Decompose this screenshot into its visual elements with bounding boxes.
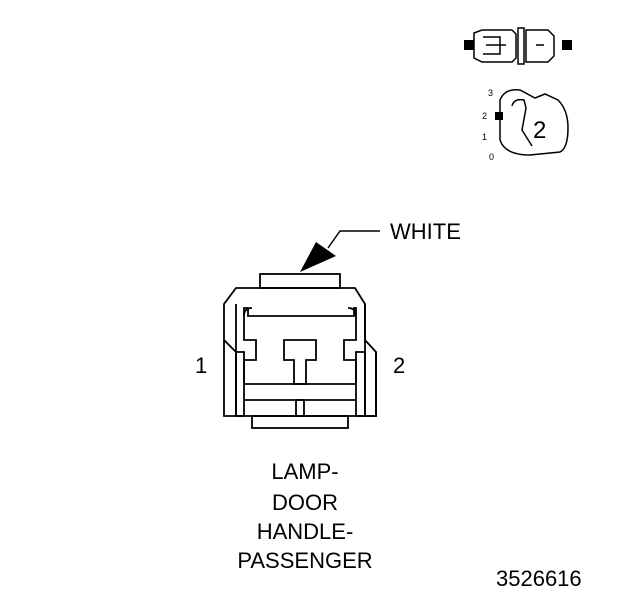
connector-title-line-2: DOOR	[272, 490, 338, 515]
figure-id: 3526616	[496, 566, 582, 591]
pin-left-label: 1	[195, 353, 207, 378]
wire-color-label: WHITE	[390, 219, 461, 244]
pin-right-label: 2	[393, 353, 405, 378]
scale-label-1: 1	[482, 132, 487, 142]
connector-title: LAMP- DOOR HANDLE- PASSENGER	[237, 459, 372, 573]
terminal-view-icon	[495, 88, 569, 156]
connector-title-line-4: PASSENGER	[237, 548, 372, 573]
scale-label-2: 2	[482, 111, 487, 121]
scale-label-3: 3	[488, 88, 493, 98]
connector-title-line-3: HANDLE-	[257, 519, 354, 544]
connector-title-line-1: LAMP-	[271, 459, 338, 484]
scale-label-0: 0	[489, 152, 494, 162]
connector-face-icon	[223, 273, 377, 429]
callout-leader	[300, 230, 380, 272]
connector-side-view-icon	[464, 27, 572, 65]
view-number: 2	[533, 117, 546, 144]
